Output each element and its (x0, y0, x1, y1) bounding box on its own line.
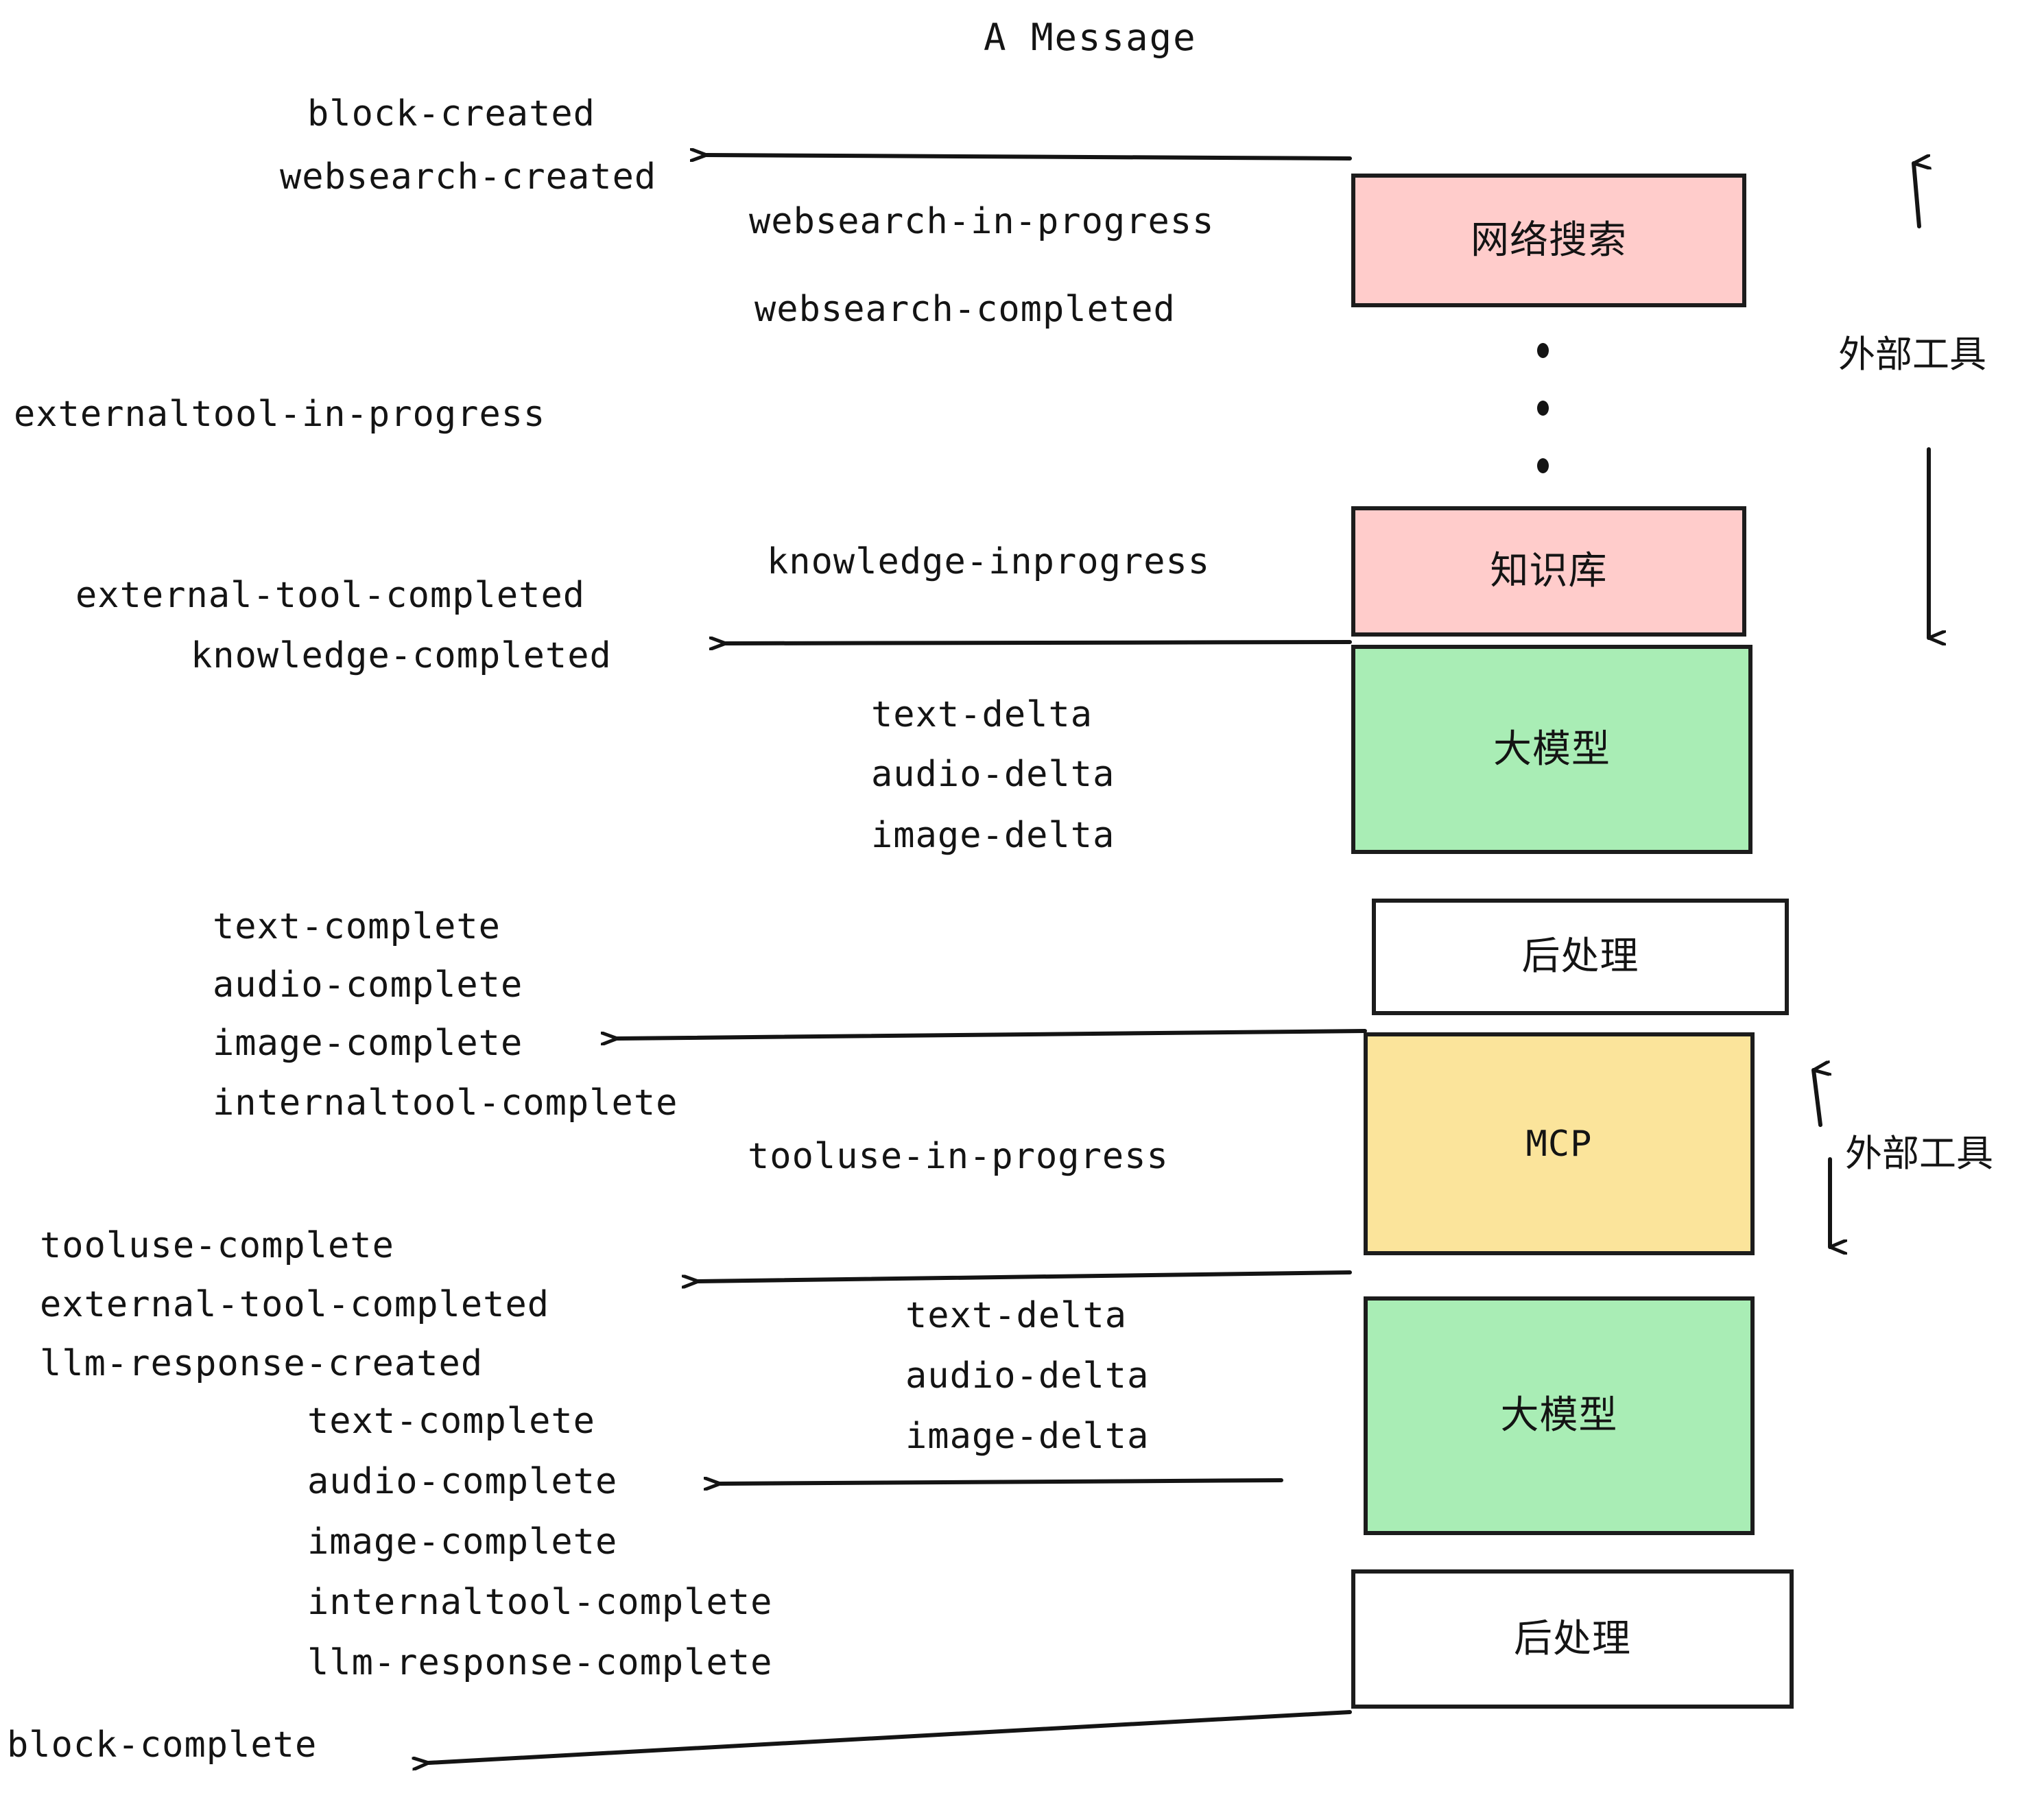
event-label-internaltool-complete-1: internaltool-complete (213, 1082, 678, 1124)
event-label-text-complete-1: text-complete (213, 906, 501, 947)
node-postprocess-bottom[interactable]: 后处理 (1351, 1569, 1794, 1709)
event-label-text-delta-1: text-delta (871, 694, 1093, 735)
event-label-external-tool-completed-1: external-tool-completed (75, 575, 586, 616)
arrow-llm-bottom-to-audio-complete (720, 1480, 1283, 1484)
event-label-knowledge-inprogress: knowledge-inprogress (767, 541, 1211, 582)
node-llm-bottom-label: 大模型 (1500, 1393, 1618, 1438)
event-label-image-complete-1: image-complete (213, 1023, 523, 1064)
event-label-block-created: block-created (307, 93, 595, 134)
page-title: A Message (984, 16, 1197, 59)
arrow-websearch-to-block-created (706, 155, 1352, 158)
event-label-tooluse-in-progress: tooluse-in-progress (748, 1136, 1169, 1177)
node-knowledge-label: 知识库 (1490, 549, 1608, 593)
vertical-ellipsis (1535, 343, 1550, 473)
node-postprocess-top[interactable]: 后处理 (1372, 899, 1789, 1015)
node-mcp-label: MCP (1525, 1123, 1593, 1165)
event-label-internaltool-complete-2: internaltool-complete (307, 1582, 773, 1623)
arrow-external-tool-top-up (1912, 163, 1919, 228)
node-knowledge[interactable]: 知识库 (1351, 506, 1746, 637)
event-label-tooluse-complete: tooluse-complete (40, 1225, 394, 1266)
arrow-mcp-to-tooluse-complete (698, 1270, 1352, 1281)
event-label-image-complete-2: image-complete (307, 1521, 618, 1563)
node-postprocess-bottom-label: 后处理 (1514, 1616, 1631, 1661)
node-postprocess-top-label: 后处理 (1521, 934, 1639, 979)
event-label-websearch-created: websearch-created (280, 156, 657, 198)
node-llm-top-label: 大模型 (1493, 726, 1611, 772)
event-label-llm-response-complete: llm-response-complete (307, 1642, 773, 1683)
arrow-postprocess-bottom-to-block-complete (429, 1710, 1352, 1763)
arrow-knowledge-to-knowledge-completed (726, 642, 1352, 643)
event-label-knowledge-completed: knowledge-completed (191, 635, 612, 676)
node-llm-top[interactable]: 大模型 (1351, 645, 1752, 854)
arrow-postprocess-to-image-complete (617, 1029, 1367, 1039)
ellipsis-dot (1536, 343, 1549, 358)
event-label-websearch-completed: websearch-completed (754, 289, 1176, 330)
event-label-audio-delta-2: audio-delta (905, 1355, 1150, 1397)
node-websearch[interactable]: 网络搜索 (1351, 174, 1746, 307)
node-websearch-label: 网络搜索 (1471, 217, 1627, 263)
event-label-audio-delta-1: audio-delta (871, 754, 1115, 795)
event-label-llm-response-created: llm-response-created (40, 1343, 484, 1384)
event-label-audio-complete-1: audio-complete (213, 964, 523, 1006)
event-label-websearch-in-progress: websearch-in-progress (749, 201, 1215, 242)
arrow-external-tool-bottom-up (1811, 1070, 1820, 1127)
event-label-externaltool-in-progress: externaltool-in-progress (14, 394, 546, 435)
side-annotation-external-tool-bottom: 外部工具 (1845, 1132, 1993, 1175)
event-label-audio-complete-2: audio-complete (307, 1461, 618, 1502)
node-mcp[interactable]: MCP (1364, 1032, 1755, 1255)
node-llm-bottom[interactable]: 大模型 (1364, 1296, 1755, 1535)
event-label-image-delta-2: image-delta (905, 1416, 1150, 1457)
ellipsis-dot (1536, 458, 1549, 473)
event-label-text-delta-2: text-delta (905, 1295, 1128, 1336)
event-label-text-complete-2: text-complete (307, 1401, 595, 1442)
event-label-external-tool-completed-2: external-tool-completed (40, 1284, 550, 1325)
ellipsis-dot (1536, 401, 1549, 416)
event-label-block-complete: block-complete (7, 1724, 318, 1766)
side-annotation-external-tool-top: 外部工具 (1838, 333, 1986, 376)
event-label-image-delta-1: image-delta (871, 815, 1115, 856)
